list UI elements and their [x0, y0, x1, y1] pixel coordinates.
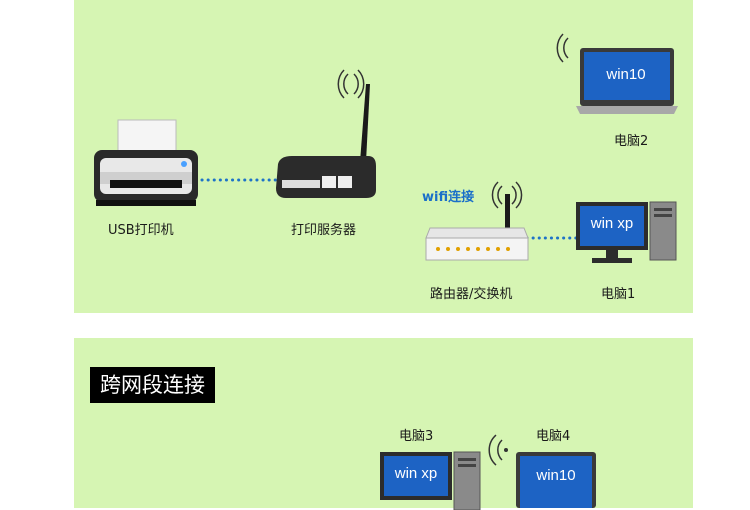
printer-label: USB打印机 — [108, 219, 174, 238]
pc4-label: 电脑4 — [536, 425, 570, 444]
desktop-pc1-icon — [576, 198, 678, 268]
cross-subnet-title: 跨网段连接 — [90, 367, 215, 403]
printer-icon — [88, 118, 204, 208]
pc3-label: 电脑3 — [399, 425, 433, 444]
pc2-label: 电脑2 — [614, 130, 648, 149]
pc3-os-text: win xp — [384, 465, 448, 482]
wifi-signal-icon — [486, 432, 516, 470]
pc2-os-text: win10 — [586, 66, 666, 83]
pc1-os-text: win xp — [580, 215, 644, 232]
print-server-icon — [272, 66, 382, 202]
pc1-label: 电脑1 — [601, 283, 635, 302]
pc4-os-text: win10 — [520, 467, 592, 484]
router-label: 路由器/交换机 — [430, 283, 512, 302]
printer-to-server-link — [200, 176, 280, 186]
print-server-label: 打印服务器 — [291, 219, 356, 238]
router-icon — [424, 180, 534, 270]
